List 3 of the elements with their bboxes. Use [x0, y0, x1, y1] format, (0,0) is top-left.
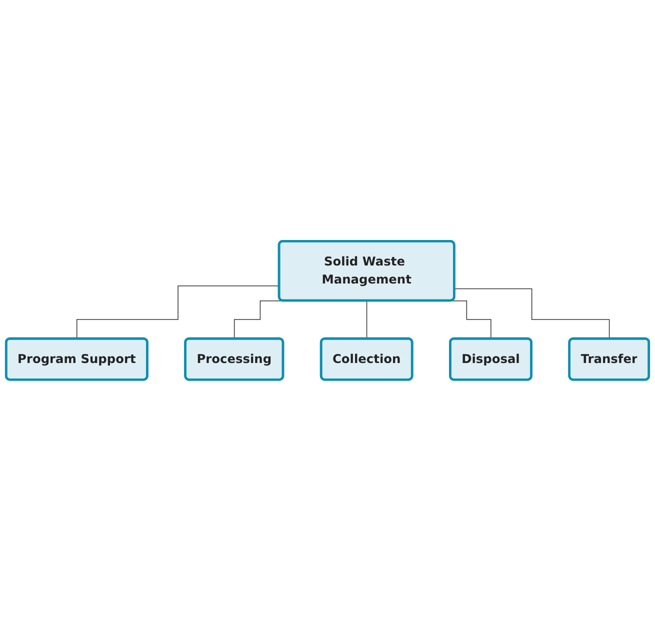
connector	[454, 288, 610, 339]
connector	[366, 300, 368, 339]
connector	[76, 285, 280, 339]
